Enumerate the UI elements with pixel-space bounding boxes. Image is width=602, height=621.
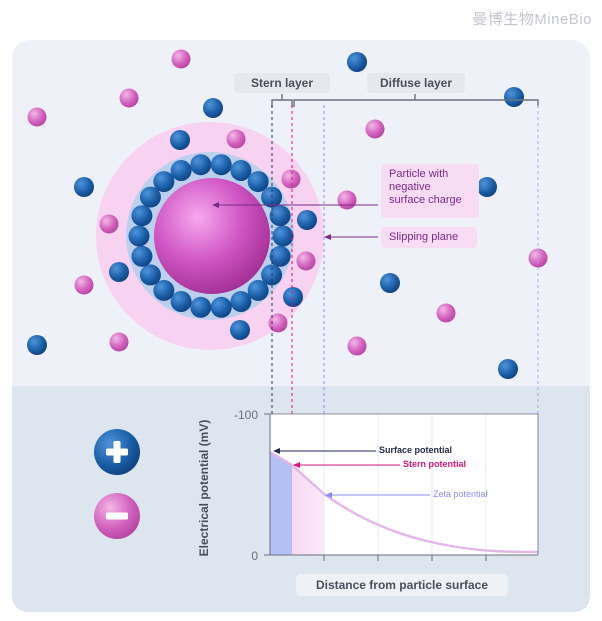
stern-anion [230, 290, 252, 312]
diffuse-layer-bracket [293, 94, 539, 107]
stern-anion [269, 205, 291, 227]
cation-ion [171, 49, 191, 69]
slipping-plane-callout-arrow [324, 234, 378, 240]
stern-anion [247, 171, 269, 193]
minus-icon [94, 493, 140, 539]
surface-region-fill [270, 452, 292, 555]
anion-ion [498, 359, 518, 379]
zeta-potential-arrow [325, 492, 430, 498]
anion-ion [27, 335, 47, 355]
cation-ion [109, 332, 129, 352]
anion-ion [283, 287, 303, 307]
surface-potential-label: Surface potential [379, 445, 453, 455]
stern-anion [170, 160, 192, 182]
potential-plot: -100 0 Electrical potential (mV) [197, 408, 539, 563]
y-tick-label-bottom: 0 [251, 549, 258, 563]
watermark: 曼博生物MineBio [472, 11, 592, 28]
stern-anion [210, 296, 232, 318]
x-axis-label: Distance from particle surface [296, 574, 508, 596]
stern-layer-ions [128, 154, 294, 318]
cation-ion [296, 251, 316, 271]
zeta-potential-label: Zeta potential [433, 489, 488, 499]
diffuse-layer-tag: Diffuse layer [367, 73, 465, 93]
stern-anion [272, 225, 294, 247]
stern-anion [131, 205, 153, 227]
x-ticks [323, 555, 487, 561]
stern-anion [190, 154, 212, 176]
cation-ion [347, 336, 367, 356]
cation-ion [119, 88, 139, 108]
stern-layer-tag: Stern layer [234, 73, 330, 93]
anion-ion [347, 52, 367, 72]
cation-ion [436, 303, 456, 323]
particle-callout-line: surface charge [389, 194, 462, 206]
stern-layer-bracket [271, 94, 293, 107]
cation-ion [337, 190, 357, 210]
particle-core [154, 178, 270, 294]
diffuse-ions [27, 49, 548, 379]
particle-callout-line: negative [389, 181, 431, 193]
anion-ion [109, 262, 129, 282]
anion-ion [297, 210, 317, 230]
vertical-gridlines [323, 414, 487, 555]
plus-icon [94, 429, 140, 475]
stern-anion [247, 279, 269, 301]
stern-anion [153, 279, 175, 301]
stern-anion [170, 290, 192, 312]
particle-callout-line: Particle with [389, 168, 449, 180]
anion-ion [203, 98, 223, 118]
stern-anion [153, 171, 175, 193]
particle-callout-arrow [212, 202, 378, 208]
y-axis-label: Electrical potential (mV) [197, 420, 211, 557]
stern-anion [131, 245, 153, 267]
stern-anion [210, 154, 232, 176]
stern-anion [139, 264, 161, 286]
anion-ion [477, 177, 497, 197]
stern-anion [128, 225, 150, 247]
cation-ion [281, 169, 301, 189]
slipping-plane-callout: Slipping plane [381, 227, 477, 248]
anion-ion [170, 130, 190, 150]
anion-ion [74, 177, 94, 197]
anion-ion [230, 320, 250, 340]
stern-anion [269, 245, 291, 267]
stern-anion [139, 186, 161, 208]
stern-potential-label: Stern potential [403, 459, 467, 469]
potential-curve [269, 450, 539, 554]
cation-ion [268, 313, 288, 333]
y-tick-label-top: -100 [234, 408, 258, 422]
cation-ion [74, 275, 94, 295]
anion-ion [380, 273, 400, 293]
stern-anion [230, 160, 252, 182]
cation-ion [365, 119, 385, 139]
cation-ion [226, 129, 246, 149]
particle-callout: Particle with negative surface charge [381, 164, 479, 218]
cation-ion [99, 214, 119, 234]
stern-potential-arrow [293, 462, 400, 468]
surface-potential-arrow [273, 448, 376, 454]
cation-ion [27, 107, 47, 127]
stern-anion [190, 296, 212, 318]
anion-ion [504, 87, 524, 107]
